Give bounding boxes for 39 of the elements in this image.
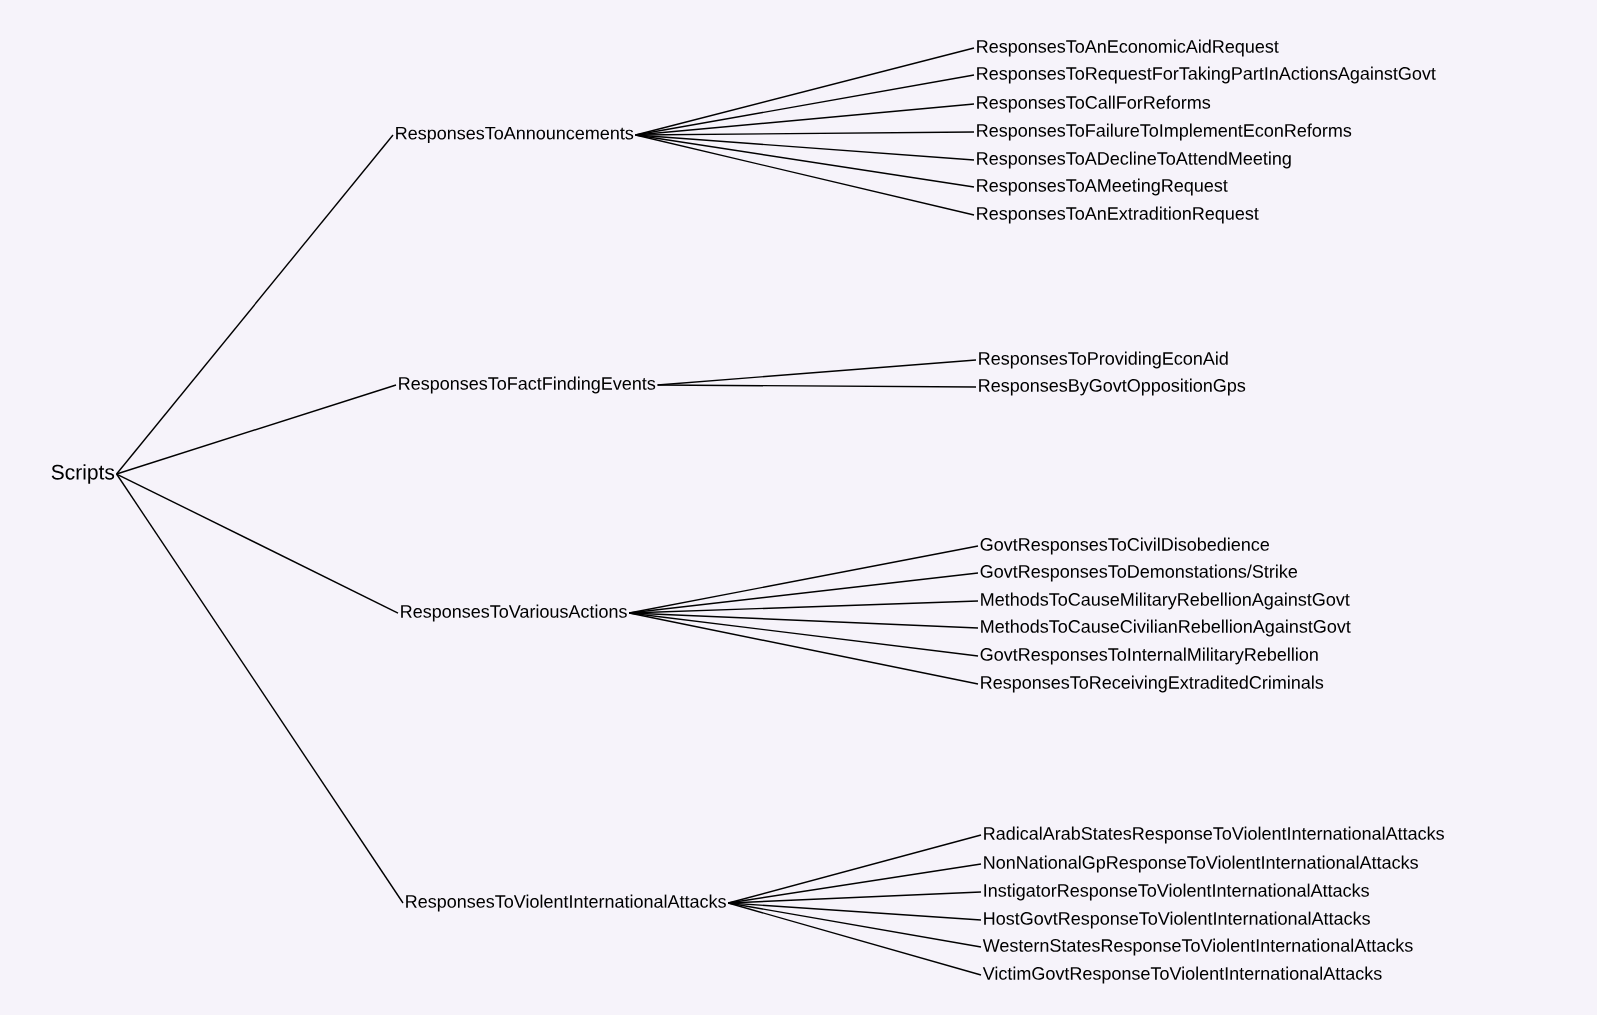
tree-label: WesternStatesResponseToViolentInternationalAttacks — [982, 938, 1413, 956]
tree-label: ResponsesToAnnouncements — [396, 126, 634, 144]
tree-line — [115, 134, 394, 475]
tree-label: RadicalArabStatesResponseToViolentInternationalAttacks — [984, 826, 1444, 844]
tree-label: GovtResponsesToDemonstations/Strike — [980, 564, 1298, 582]
tree-line — [727, 902, 982, 921]
tree-line — [634, 134, 975, 216]
tree-label: ResponsesToReceivingExtraditedCriminals — [981, 675, 1324, 693]
tree-label: ResponsesByGovtOppositionGps — [979, 378, 1246, 396]
tree-label: NonNationalGpResponseToViolentInternationalAttacks — [984, 855, 1418, 873]
tree-label: InstigatorResponseToViolentInternationalAttacks — [984, 883, 1369, 901]
tree-line — [656, 384, 977, 388]
tree-line — [634, 134, 975, 161]
tree-label: ResponsesToVariousActions — [401, 604, 627, 622]
tree-label: ResponsesToViolentInternationalAttacks — [406, 894, 726, 912]
tree-line — [628, 612, 979, 657]
tree-label: GovtResponsesToInternalMilitaryRebellion — [980, 647, 1318, 665]
tree-line — [628, 612, 979, 685]
tree-label: ResponsesToADeclineToAttendMeeting — [977, 151, 1291, 169]
tree-label: ResponsesToFactFindingEvents — [399, 376, 656, 394]
tree-label: HostGovtResponseToViolentInternationalAttacks — [984, 911, 1370, 929]
tree-label: MethodsToCauseCivilianRebellionAgainstGovt — [981, 619, 1351, 637]
tree-label: ResponsesToRequestForTakingPartInActionsAgainstGovt — [977, 66, 1436, 84]
tree-label: ResponsesToAMeetingRequest — [977, 178, 1228, 196]
tree-label: GovtResponsesToCivilDisobedience — [980, 537, 1269, 555]
tree-label: ResponsesToProvidingEconAid — [979, 351, 1228, 369]
tree-line — [115, 473, 404, 904]
tree-line — [628, 612, 979, 629]
tree-label: ResponsesToAnEconomicAidRequest — [977, 39, 1279, 57]
tree-label: ResponsesToCallForReforms — [977, 95, 1211, 113]
tree-label: MethodsToCauseMilitaryRebellionAgainstGovt — [981, 592, 1350, 610]
tree-line — [115, 384, 397, 475]
tree-label: VictimGovtResponseToViolentInternationalAttacks — [982, 966, 1382, 984]
tree-line — [727, 902, 982, 976]
tree-label: Scripts — [51, 464, 115, 484]
tree-label: ResponsesToAnExtraditionRequest — [977, 206, 1259, 224]
tree-label: ResponsesToFailureToImplementEconReforms — [977, 123, 1352, 141]
tree-line — [115, 473, 399, 614]
tree-line — [634, 74, 975, 136]
